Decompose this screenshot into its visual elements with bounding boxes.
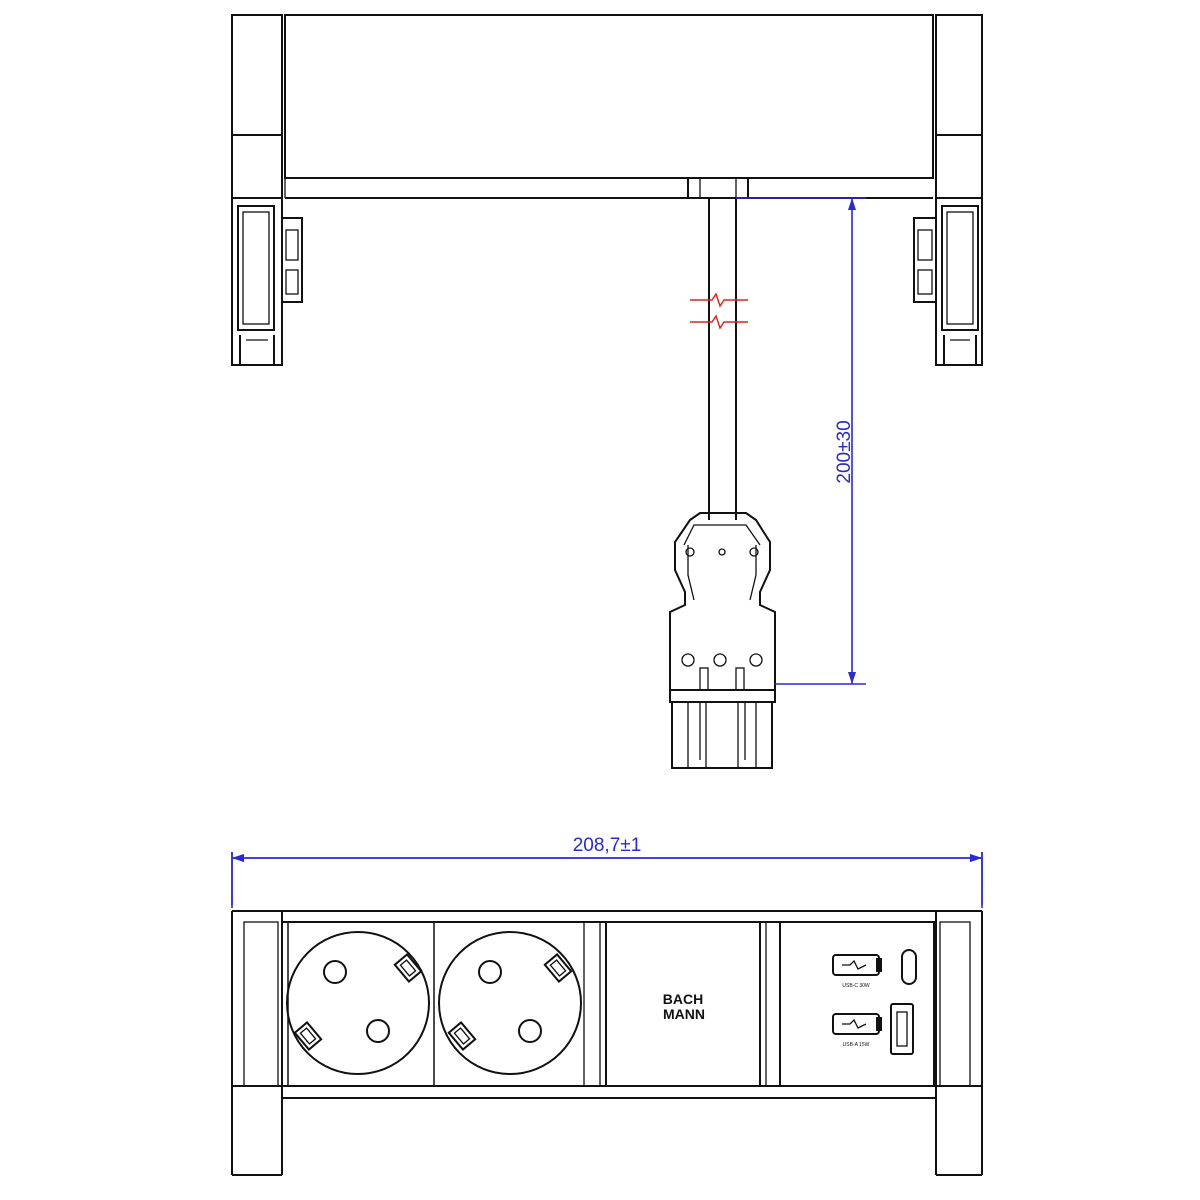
front-left-end [232, 911, 283, 1176]
cable [708, 198, 737, 520]
connector-plug [669, 512, 776, 769]
cable-length-dimension: 200±30 [736, 197, 866, 685]
front-right-end [935, 911, 982, 1176]
usb-charger-module: USB-C 30W USB-A 15W [779, 921, 935, 1087]
brand-logo-line1: BACH [663, 991, 703, 1007]
usb-a-symbol: USB-A 15W [832, 1013, 882, 1048]
right-end-cap [913, 14, 983, 366]
top-view: 200±30 [231, 14, 983, 769]
usb-c-port [901, 949, 917, 985]
left-end-cap [231, 14, 303, 366]
unit-width-label: 208,7±1 [573, 835, 642, 856]
logo-module: BACH MANN [605, 921, 761, 1087]
usb-a-label: USB-A 15W [843, 1042, 870, 1048]
cable-length-label: 200±30 [834, 420, 855, 483]
schuko-socket-2-face [433, 921, 585, 1087]
usb-a-port [890, 1003, 914, 1055]
brand-logo-line2: MANN [663, 1006, 705, 1022]
cable-gland [687, 177, 749, 199]
cable-break-marks [690, 292, 748, 330]
usb-c-label: USB-C 30W [842, 983, 870, 989]
usb-c-symbol: USB-C 30W [832, 954, 882, 989]
